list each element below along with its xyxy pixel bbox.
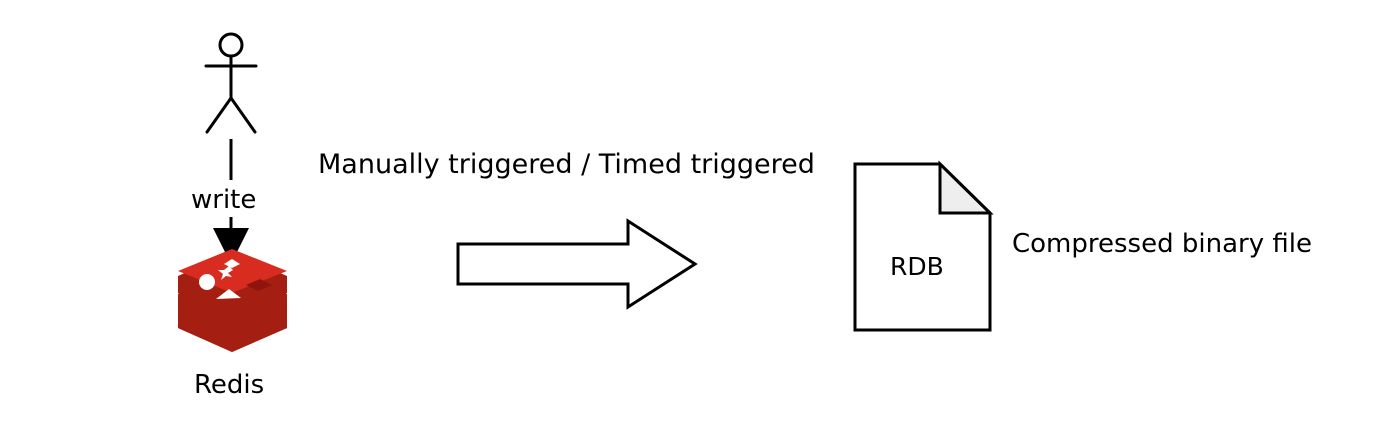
file-description-label: Compressed binary file	[1012, 229, 1312, 259]
redis-label: Redis	[194, 370, 265, 400]
trigger-arrow	[456, 218, 698, 310]
trigger-label: Manually triggered / Timed triggered	[318, 149, 815, 180]
rdb-file-label: RDB	[890, 252, 944, 281]
write-label: write	[191, 185, 257, 215]
rdb-file-icon	[853, 160, 994, 332]
redis-logo-icon	[178, 249, 287, 352]
user-actor-icon	[204, 32, 258, 134]
